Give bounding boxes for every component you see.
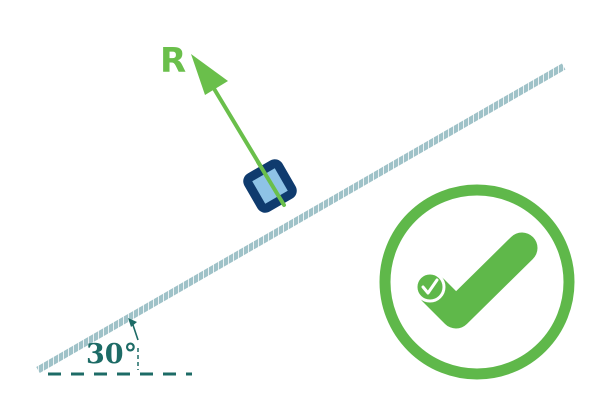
checkmark-stroke	[417, 232, 538, 329]
force-arrow-overlay	[256, 160, 286, 207]
checkmark-icon	[379, 184, 575, 380]
angle-indicator-arrow	[128, 318, 139, 341]
incline-plane	[36, 63, 566, 374]
incline-surface	[36, 63, 566, 374]
block	[243, 159, 297, 213]
small-checkmark-icon	[414, 271, 446, 303]
checkmark-badge-ring	[379, 184, 575, 380]
force-label: R	[160, 41, 186, 81]
force-arrow-head	[191, 54, 228, 95]
angle-label: 30°	[86, 339, 137, 370]
